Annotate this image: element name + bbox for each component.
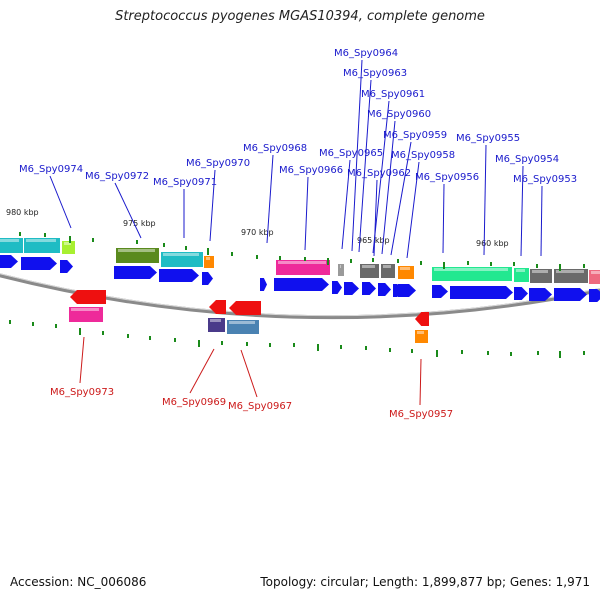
feature-block (276, 260, 330, 275)
feature-block (0, 238, 23, 253)
gene-leader-line (419, 358, 422, 406)
gene-label-m6_spy0968[interactable]: M6_Spy0968 (243, 143, 307, 154)
gene-label-m6_spy0958[interactable]: M6_Spy0958 (391, 150, 455, 161)
gene-leader-line (266, 154, 274, 244)
gene-label-m6_spy0969[interactable]: M6_Spy0969 (162, 397, 226, 408)
gene-leader-line (390, 141, 412, 256)
forward-cds-arrow (378, 283, 391, 296)
gene-leader-line (189, 348, 215, 394)
gene-label-m6_spy0961[interactable]: M6_Spy0961 (361, 89, 425, 100)
feature-block (514, 268, 529, 282)
forward-cds-arrow (21, 257, 57, 270)
gene-leader-line (341, 159, 351, 250)
forward-cds-arrow (274, 278, 329, 291)
gene-label-m6_spy0972[interactable]: M6_Spy0972 (85, 171, 149, 182)
forward-cds-arrow (332, 281, 342, 294)
forward-cds-arrow (260, 278, 267, 291)
forward-cds-arrow (344, 282, 359, 295)
feature-block (360, 264, 379, 278)
scale-label: 980 kbp (6, 208, 39, 217)
map-title: Streptococcus pyogenes MGAS10394, comple… (115, 9, 485, 24)
gene-leader-line (351, 59, 363, 252)
forward-cds-arrow (589, 289, 600, 302)
feature-block (208, 318, 225, 332)
feature-block (530, 269, 552, 283)
gene-leader-line (483, 144, 487, 256)
accession-text: Accession: NC_006086 (10, 575, 147, 589)
feature-block (415, 330, 428, 343)
feature-block (204, 256, 214, 268)
gene-label-m6_spy0964[interactable]: M6_Spy0964 (334, 48, 398, 59)
gene-label-m6_spy0956[interactable]: M6_Spy0956 (415, 172, 479, 183)
gene-label-m6_spy0954[interactable]: M6_Spy0954 (495, 154, 559, 165)
feature-block (398, 266, 414, 279)
genome-summary-text: Topology: circular; Length: 1,899,877 bp… (260, 575, 590, 589)
gene-leader-line (304, 176, 309, 251)
feature-block (62, 241, 75, 254)
gene-label-m6_spy0966[interactable]: M6_Spy0966 (279, 165, 343, 176)
gene-label-m6_spy0967[interactable]: M6_Spy0967 (228, 401, 292, 412)
reverse-cds-arrow (229, 301, 261, 315)
gene-label-m6_spy0953[interactable]: M6_Spy0953 (513, 174, 577, 185)
scale-label: 965 kbp (357, 236, 390, 245)
gene-leader-line (520, 165, 524, 257)
feature-block (432, 267, 512, 281)
gene-label-m6_spy0974[interactable]: M6_Spy0974 (19, 164, 83, 175)
gene-leader-line (372, 100, 390, 254)
forward-cds-arrow (362, 282, 376, 295)
feature-block (338, 264, 344, 276)
scale-label: 975 kbp (123, 219, 156, 228)
gene-label-m6_spy0963[interactable]: M6_Spy0963 (343, 68, 407, 79)
feature-block (589, 270, 600, 284)
gene-label-m6_spy0960[interactable]: M6_Spy0960 (367, 109, 431, 120)
forward-cds-arrow (514, 287, 528, 300)
gene-leader-line (358, 79, 372, 253)
forward-cds-arrow (398, 284, 416, 297)
feature-block (554, 269, 588, 283)
gene-label-m6_spy0955[interactable]: M6_Spy0955 (456, 133, 520, 144)
gene-label-m6_spy0973[interactable]: M6_Spy0973 (50, 387, 114, 398)
gene-leader-line (240, 349, 258, 398)
reverse-cds-arrow (70, 290, 106, 304)
gene-leader-line (540, 185, 543, 257)
gene-label-m6_spy0970[interactable]: M6_Spy0970 (186, 158, 250, 169)
forward-cds-arrow (60, 260, 73, 273)
gene-label-m6_spy0965[interactable]: M6_Spy0965 (319, 148, 383, 159)
gene-label-m6_spy0962[interactable]: M6_Spy0962 (347, 168, 411, 179)
forward-cds-arrow (554, 288, 587, 301)
forward-cds-arrow (0, 255, 18, 268)
feature-block (227, 320, 259, 334)
scale-label: 970 kbp (241, 228, 274, 237)
gene-leader-line (209, 169, 216, 242)
gene-leader-line (49, 175, 72, 229)
gene-label-m6_spy0957[interactable]: M6_Spy0957 (389, 409, 453, 420)
reverse-cds-arrow (415, 312, 429, 326)
forward-cds-arrow (529, 288, 552, 301)
feature-block (69, 307, 103, 322)
forward-cds-arrow (202, 272, 213, 285)
feature-block (116, 248, 159, 263)
feature-block (24, 238, 60, 253)
forward-cds-arrow (159, 269, 199, 282)
forward-cds-arrow (114, 266, 157, 279)
gene-label-m6_spy0971[interactable]: M6_Spy0971 (153, 177, 217, 188)
gene-label-m6_spy0959[interactable]: M6_Spy0959 (383, 130, 447, 141)
gene-leader-line (381, 120, 396, 255)
forward-cds-arrow (450, 286, 513, 299)
gene-leader-line (406, 161, 420, 259)
scale-label: 960 kbp (476, 239, 509, 248)
gene-leader-line (442, 183, 445, 254)
gene-leader-line (114, 182, 142, 239)
feature-block (161, 252, 203, 267)
reverse-cds-arrow (209, 300, 226, 314)
feature-block (381, 264, 395, 278)
gene-leader-line (79, 336, 85, 384)
forward-cds-arrow (432, 285, 448, 298)
